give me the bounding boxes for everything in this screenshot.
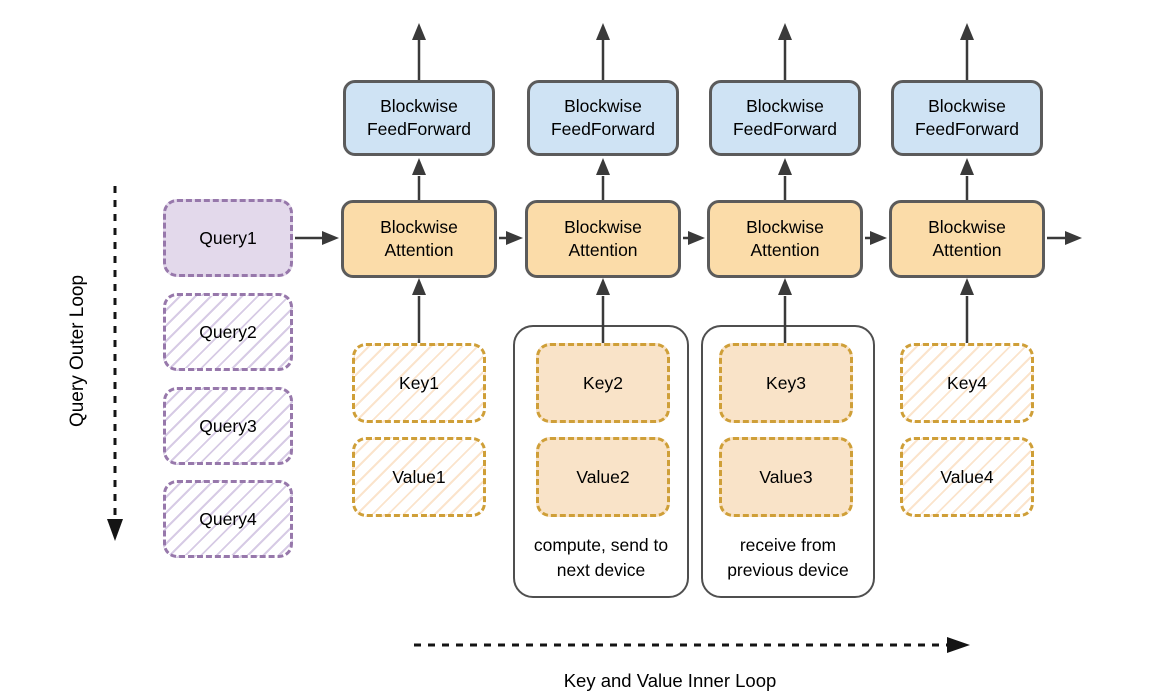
- attention-box-2: Blockwise Attention: [525, 200, 681, 278]
- container-caption-compute-send: compute, send to next device: [533, 535, 669, 580]
- attention-to-feedforward-arrow-4: [960, 158, 974, 200]
- kv-to-attention-arrow-1: [412, 278, 426, 343]
- feedforward-box-1: Blockwise FeedForward: [343, 80, 495, 156]
- query-box-1: Query1: [163, 199, 293, 277]
- container-caption-receive: receive from previous device: [727, 535, 849, 580]
- value-box-4: Value4: [900, 437, 1034, 517]
- query-outer-loop-arrow: [107, 186, 123, 541]
- feedforward-box-2: Blockwise FeedForward: [527, 80, 679, 156]
- attention2-to-attention3-arrow: [683, 231, 705, 245]
- attention1-to-attention2-arrow: [499, 231, 523, 245]
- feedforward-box-4: Blockwise FeedForward: [891, 80, 1043, 156]
- query-box-4: Query4: [163, 480, 293, 558]
- value-box-1: Value1: [352, 437, 486, 517]
- query-to-attention-arrow: [295, 231, 339, 245]
- attention-box-3: Blockwise Attention: [707, 200, 863, 278]
- attention-to-feedforward-arrow-1: [412, 158, 426, 200]
- attention-box-1: Blockwise Attention: [341, 200, 497, 278]
- key-box-4: Key4: [900, 343, 1034, 423]
- value-box-2: Value2: [536, 437, 670, 517]
- attention4-output-arrow: [1047, 231, 1082, 245]
- key-box-3: Key3: [719, 343, 853, 423]
- feedforward-box-3: Blockwise FeedForward: [709, 80, 861, 156]
- attention-box-4: Blockwise Attention: [889, 200, 1045, 278]
- key-box-1: Key1: [352, 343, 486, 423]
- key-value-inner-loop-label: Key and Value Inner Loop: [563, 670, 777, 691]
- query-box-3: Query3: [163, 387, 293, 465]
- attention-to-feedforward-arrow-3: [778, 158, 792, 200]
- attention3-to-attention4-arrow: [865, 231, 887, 245]
- kv-to-attention-arrow-4: [960, 278, 974, 343]
- key-value-inner-loop-arrow: [414, 637, 970, 653]
- query-box-2: Query2: [163, 293, 293, 371]
- key-box-2: Key2: [536, 343, 670, 423]
- value-box-3: Value3: [719, 437, 853, 517]
- output-arrow-col3: [778, 23, 792, 80]
- query-outer-loop-label: Query Outer Loop: [67, 274, 88, 428]
- output-arrow-col1: [412, 23, 426, 80]
- output-arrow-col2: [596, 23, 610, 80]
- output-arrow-col4: [960, 23, 974, 80]
- attention-to-feedforward-arrow-2: [596, 158, 610, 200]
